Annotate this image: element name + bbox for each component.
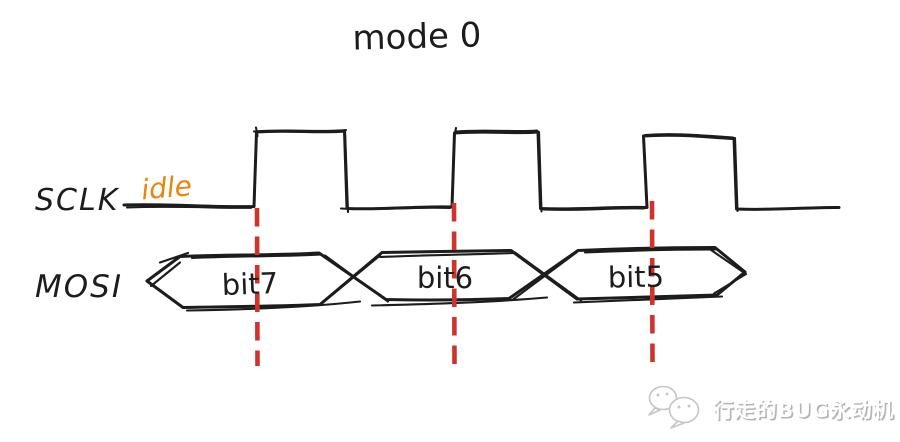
wechat-icon: [648, 385, 700, 429]
mosi-bus-top-route: [145, 246, 747, 302]
sample-marker-lines: [254, 200, 655, 367]
page-title: mode 0: [352, 15, 482, 58]
sclk-sketch-overdraw: [125, 126, 838, 214]
bit6-label: bit6: [417, 261, 473, 295]
wechat-eye: [677, 405, 681, 409]
wechat-bubble-front: [668, 396, 700, 424]
sclk-label: SCLK: [35, 183, 120, 218]
sample-marker-line-1: [254, 207, 260, 367]
idle-label: idle: [140, 169, 193, 206]
wechat-bubble-front-tail: [670, 420, 685, 429]
sclk-waveform: [122, 126, 841, 214]
watermark-text: 行走的BUG永动机: [712, 398, 894, 422]
wechat-eye: [665, 392, 669, 396]
wechat-eye: [656, 393, 660, 397]
sclk-wave-main: [122, 129, 841, 211]
wechat-bubble-back: [648, 385, 678, 411]
watermark: 行走的BUG永动机 行走的BUG永动机: [648, 385, 896, 429]
bit5-label: bit5: [608, 260, 665, 295]
mosi-label: MOSI: [35, 269, 123, 305]
bit7-label: bit7: [221, 266, 278, 302]
mosi-bus-bottom-route: [145, 249, 747, 309]
wechat-eye: [687, 404, 691, 408]
wechat-bubble-back-tail: [648, 407, 661, 416]
watermark-text-shadow: 行走的BUG永动机: [714, 400, 896, 424]
